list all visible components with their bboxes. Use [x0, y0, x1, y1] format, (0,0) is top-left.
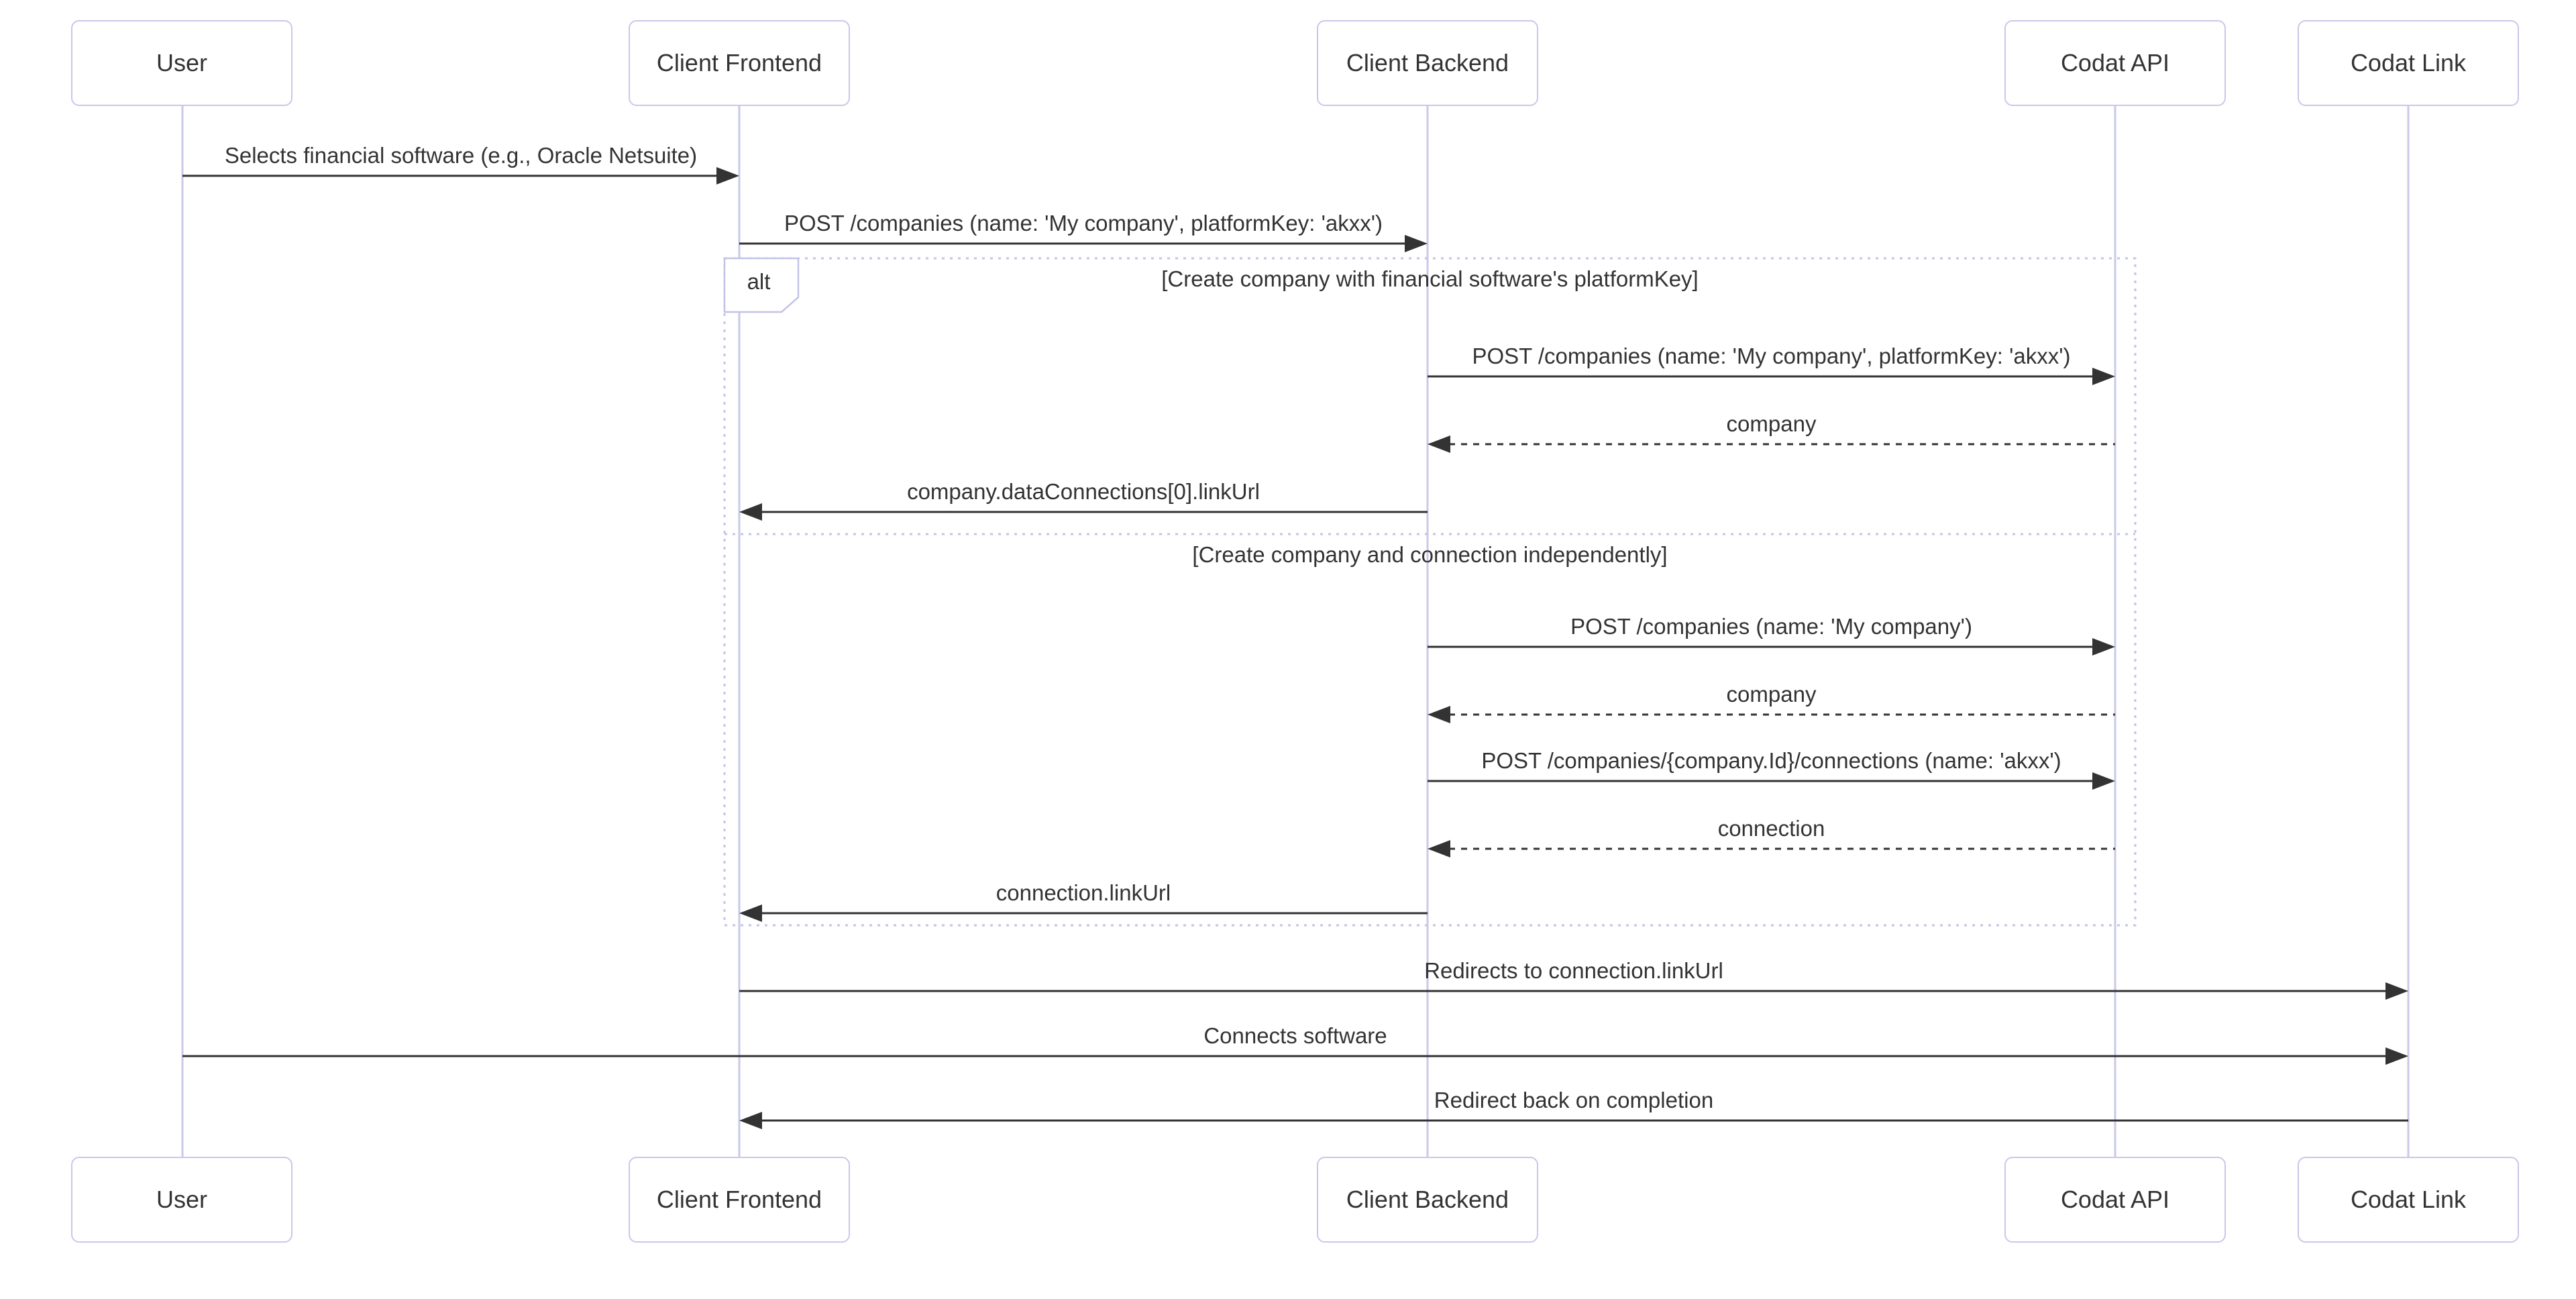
message-text: company.dataConnections[0].linkUrl — [907, 479, 1260, 504]
message-text: Selects financial software (e.g., Oracle… — [224, 143, 698, 168]
actor-bottom-codat-link: Codat Link — [2298, 1157, 2519, 1243]
arrowhead-left-icon — [739, 1112, 762, 1129]
message-text: Redirect back on completion — [1434, 1088, 1714, 1112]
arrowhead-right-icon — [716, 167, 739, 185]
actor-label: Codat API — [2060, 49, 2170, 76]
arrowhead-left-icon — [739, 503, 762, 521]
actor-top-client-backend: Client Backend — [1317, 20, 1538, 106]
actor-top-codat-api: Codat API — [2004, 20, 2226, 106]
arrowhead-left-icon — [1428, 435, 1450, 453]
arrowhead-left-icon — [739, 904, 762, 922]
actor-top-codat-link: Codat Link — [2298, 20, 2519, 106]
actor-label: Client Backend — [1346, 49, 1509, 76]
alt-condition-1: [Create company with financial software'… — [1161, 266, 1699, 291]
arrowhead-left-icon — [1428, 840, 1450, 858]
actor-top-user: User — [71, 20, 292, 106]
actor-label: Codat API — [2060, 1186, 2170, 1213]
actor-label: Codat Link — [2350, 1186, 2467, 1213]
actor-bottom-user: User — [71, 1157, 292, 1243]
arrowhead-right-icon — [2385, 982, 2408, 1000]
message-text: company — [1726, 411, 1817, 436]
actor-label: User — [156, 1186, 207, 1213]
message-text: POST /companies (name: 'My company') — [1570, 614, 1972, 639]
actor-label: User — [156, 49, 207, 76]
message-text: POST /companies (name: 'My company', pla… — [1472, 344, 2071, 368]
arrowhead-left-icon — [1428, 706, 1450, 723]
alt-condition-2: [Create company and connection independe… — [1192, 542, 1668, 567]
message-text: company — [1726, 682, 1817, 707]
actor-bottom-client-frontend: Client Frontend — [629, 1157, 850, 1243]
arrowhead-right-icon — [2385, 1047, 2408, 1065]
actor-label: Codat Link — [2350, 49, 2467, 76]
arrowhead-right-icon — [2092, 368, 2115, 385]
actor-bottom-client-backend: Client Backend — [1317, 1157, 1538, 1243]
alt-operator-label: alt — [747, 269, 771, 294]
actor-label: Client Frontend — [656, 1186, 822, 1213]
actor-bottom-codat-api: Codat API — [2004, 1157, 2226, 1243]
message-text: POST /companies (name: 'My company', pla… — [784, 211, 1383, 236]
actor-label: Client Frontend — [656, 49, 822, 76]
arrowhead-right-icon — [2092, 772, 2115, 790]
message-text: Connects software — [1203, 1023, 1387, 1048]
message-text: Redirects to connection.linkUrl — [1424, 958, 1723, 983]
arrowhead-right-icon — [1405, 235, 1428, 252]
actor-label: Client Backend — [1346, 1186, 1509, 1213]
actor-top-client-frontend: Client Frontend — [629, 20, 850, 106]
message-text: connection — [1717, 816, 1825, 841]
message-text: POST /companies/{company.Id}/connections… — [1481, 748, 2061, 773]
message-text: connection.linkUrl — [996, 880, 1171, 905]
arrowhead-right-icon — [2092, 638, 2115, 656]
